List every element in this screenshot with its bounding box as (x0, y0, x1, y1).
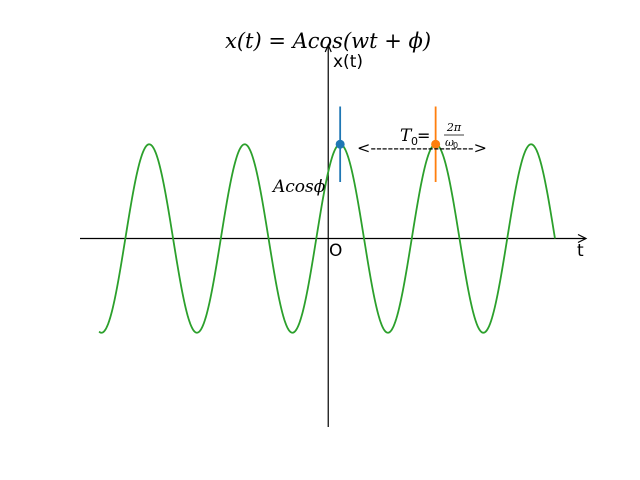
y-axis-label: x(t) (333, 52, 363, 72)
period-denominator: ω (445, 136, 454, 149)
period-symbol: T (400, 126, 413, 146)
marker-point-2 (431, 139, 441, 149)
period-arrow-annotation: <------------------> (357, 139, 487, 157)
series-line (98, 143, 556, 334)
chart-title: x(t) = Acos(wt + ϕ) (225, 29, 431, 53)
marker-point-1 (335, 139, 345, 149)
amplitude-label: Acosϕ (271, 177, 326, 197)
period-label: T 0 = 2π ω 0 (400, 121, 464, 150)
period-numerator: 2π (446, 121, 462, 134)
y-axis-arrowhead (324, 43, 332, 53)
period-markers (335, 106, 441, 182)
x-axis-label: t (577, 241, 584, 261)
origin-label: O (329, 241, 342, 261)
x-axis-arrowhead (577, 233, 588, 244)
period-subscript: 0 (411, 135, 418, 148)
period-denominator-subscript: 0 (453, 141, 458, 150)
period-equals: = (417, 126, 430, 145)
